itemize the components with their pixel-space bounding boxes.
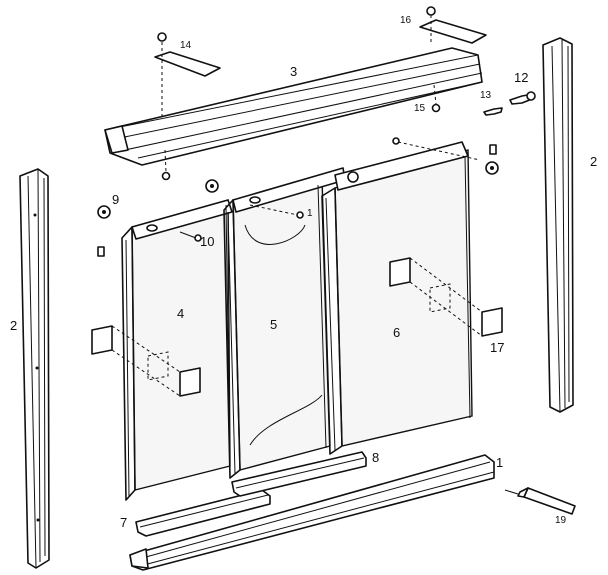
callout-1: 1	[496, 455, 503, 470]
callout-9: 9	[112, 192, 119, 207]
callout-12: 12	[514, 70, 528, 85]
callout-14: 14	[180, 40, 192, 51]
callout-19: 19	[555, 515, 567, 526]
sill-guide-8	[231, 451, 367, 497]
callout-7: 7	[120, 515, 127, 530]
left-side-jamb	[19, 168, 50, 569]
fastener-9	[97, 205, 111, 219]
top-header-rail	[104, 47, 483, 166]
callout-4: 4	[177, 306, 184, 321]
callout-6: 6	[393, 325, 400, 340]
callout-2-left: 2	[10, 318, 17, 333]
callout-17: 17	[490, 340, 504, 355]
screw-13	[483, 107, 503, 116]
callout-13: 13	[480, 90, 492, 101]
bottom-track	[129, 454, 495, 571]
door-panel-4	[121, 199, 233, 501]
callout-3: 3	[290, 64, 297, 79]
fastener-right-top	[392, 137, 499, 175]
fastener-10	[179, 231, 202, 242]
callout-10: 10	[200, 234, 214, 249]
sealant-tube-19	[504, 487, 576, 515]
hanger-bracket-16	[419, 6, 487, 113]
fastener-left-small	[97, 246, 105, 257]
door-panel-6	[321, 141, 473, 455]
fastener-mid-top	[205, 179, 304, 219]
screw-12	[509, 91, 536, 105]
callout-8: 8	[372, 450, 379, 465]
right-side-jamb	[542, 37, 574, 413]
callout-15: 15	[414, 103, 426, 114]
handle-right	[389, 257, 503, 337]
handle-left	[91, 325, 201, 397]
callout-5: 5	[270, 317, 277, 332]
hanger-bracket-14	[154, 32, 221, 181]
callout-11: 1	[307, 208, 313, 219]
callout-2-right: 2	[590, 154, 597, 169]
callout-16: 16	[400, 15, 412, 26]
